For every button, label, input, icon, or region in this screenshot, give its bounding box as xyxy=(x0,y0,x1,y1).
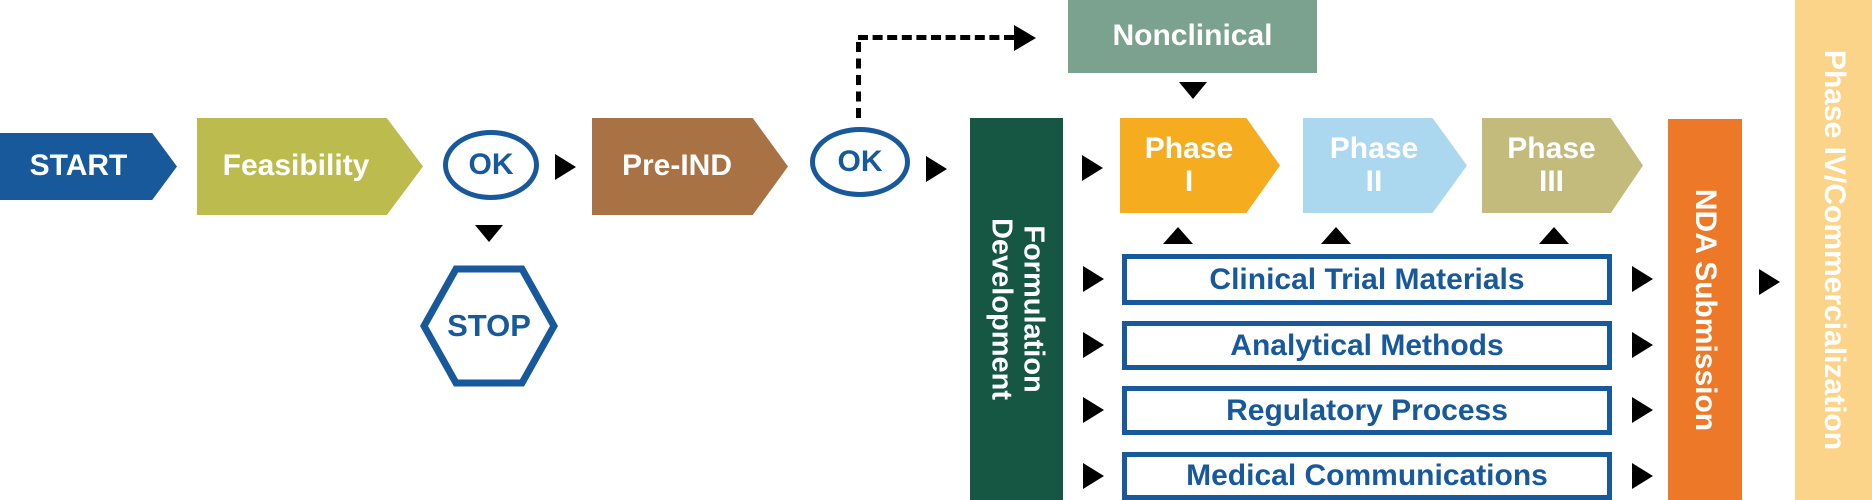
arrow-regulatory-process-to-nda xyxy=(1632,397,1653,423)
stop-label: STOP xyxy=(447,308,531,343)
phase1-node: Phase I xyxy=(1120,118,1280,213)
workstream-analytical-methods: Analytical Methods xyxy=(1122,321,1612,370)
start-node: START xyxy=(0,133,177,200)
feasibility-label: Feasibility xyxy=(222,149,370,183)
arrow-ok1-to-preind xyxy=(555,154,576,180)
pre-ind-label: Pre-IND xyxy=(621,149,733,183)
arrow-clinical-trial-materials-to-nda xyxy=(1632,266,1653,292)
arrow-formulation-to-medical-communications xyxy=(1083,463,1104,489)
arrow-formulation-to-phase1 xyxy=(1082,155,1103,181)
arrow-nonclinical-to-phase1 xyxy=(1179,82,1207,99)
phase3-label-line2: III xyxy=(1538,164,1564,198)
analytical-methods-label: Analytical Methods xyxy=(1230,328,1504,362)
arrow-analytical-methods-to-nda xyxy=(1632,332,1653,358)
stop-hexagon-outline xyxy=(419,265,559,387)
start-label: START xyxy=(29,149,128,183)
dashed-connector-arrowhead xyxy=(1014,25,1036,51)
arrow-formulation-to-analytical-methods xyxy=(1083,332,1104,358)
phase4-commercialization-bar: Phase IV/Commercialization xyxy=(1795,0,1872,500)
phase1-label-line2: I xyxy=(1184,164,1194,198)
workstream-regulatory-process: Regulatory Process xyxy=(1122,386,1612,435)
arrow-formulation-to-clinical-trial-materials xyxy=(1083,266,1104,292)
workstream-clinical-trial-materials: Clinical Trial Materials xyxy=(1122,254,1612,305)
ok-gate-2: OK xyxy=(810,127,910,197)
nonclinical-label: Nonclinical xyxy=(1112,19,1273,53)
arrow-up-to-phase1 xyxy=(1163,227,1193,244)
ok-gate-1-label: OK xyxy=(468,148,514,181)
phase2-node: Phase II xyxy=(1303,118,1467,213)
feasibility-node: Feasibility xyxy=(197,118,423,215)
arrow-up-to-phase2 xyxy=(1321,227,1351,244)
arrow-medical-communications-to-nda xyxy=(1632,463,1653,489)
regulatory-process-label: Regulatory Process xyxy=(1226,393,1508,427)
phase2-label-line1: Phase xyxy=(1329,132,1419,166)
arrow-up-to-phase3 xyxy=(1539,227,1569,244)
arrow-ok2-to-formulation xyxy=(926,156,947,182)
nonclinical-node: Nonclinical xyxy=(1068,0,1317,73)
phase3-label-line1: Phase xyxy=(1507,132,1596,166)
arrow-down-ok1-to-stop xyxy=(475,225,503,242)
phase2-label-line2: II xyxy=(1365,164,1383,198)
arrow-formulation-to-regulatory-process xyxy=(1083,397,1104,423)
ok-gate-1: OK xyxy=(443,130,539,200)
formulation-line2: Development xyxy=(984,217,1017,401)
medical-communications-label: Medical Communications xyxy=(1186,459,1548,492)
pre-ind-node: Pre-IND xyxy=(592,118,788,215)
phase4-commercialization-label: Phase IV/Commercialization xyxy=(1817,49,1851,451)
nda-submission-bar: NDA Submission xyxy=(1668,119,1742,500)
workstream-medical-communications: Medical Communications xyxy=(1122,452,1612,500)
formulation-line1: Formulation xyxy=(1016,225,1049,393)
stop-node: STOP xyxy=(419,265,559,387)
phase3-node: Phase III xyxy=(1482,118,1643,213)
dashed-connector-vertical xyxy=(856,42,861,118)
arrow-nda-to-phase4 xyxy=(1759,269,1780,295)
formulation-development-bar: Formulation Development xyxy=(970,118,1063,500)
clinical-trial-materials-label: Clinical Trial Materials xyxy=(1209,262,1525,296)
phase1-label-line1: Phase xyxy=(1144,132,1234,166)
dashed-connector-horizontal xyxy=(858,35,1014,40)
ok-gate-2-label: OK xyxy=(837,145,883,178)
nda-submission-label: NDA Submission xyxy=(1688,188,1722,431)
formulation-development-label: Formulation Development xyxy=(984,218,1049,400)
